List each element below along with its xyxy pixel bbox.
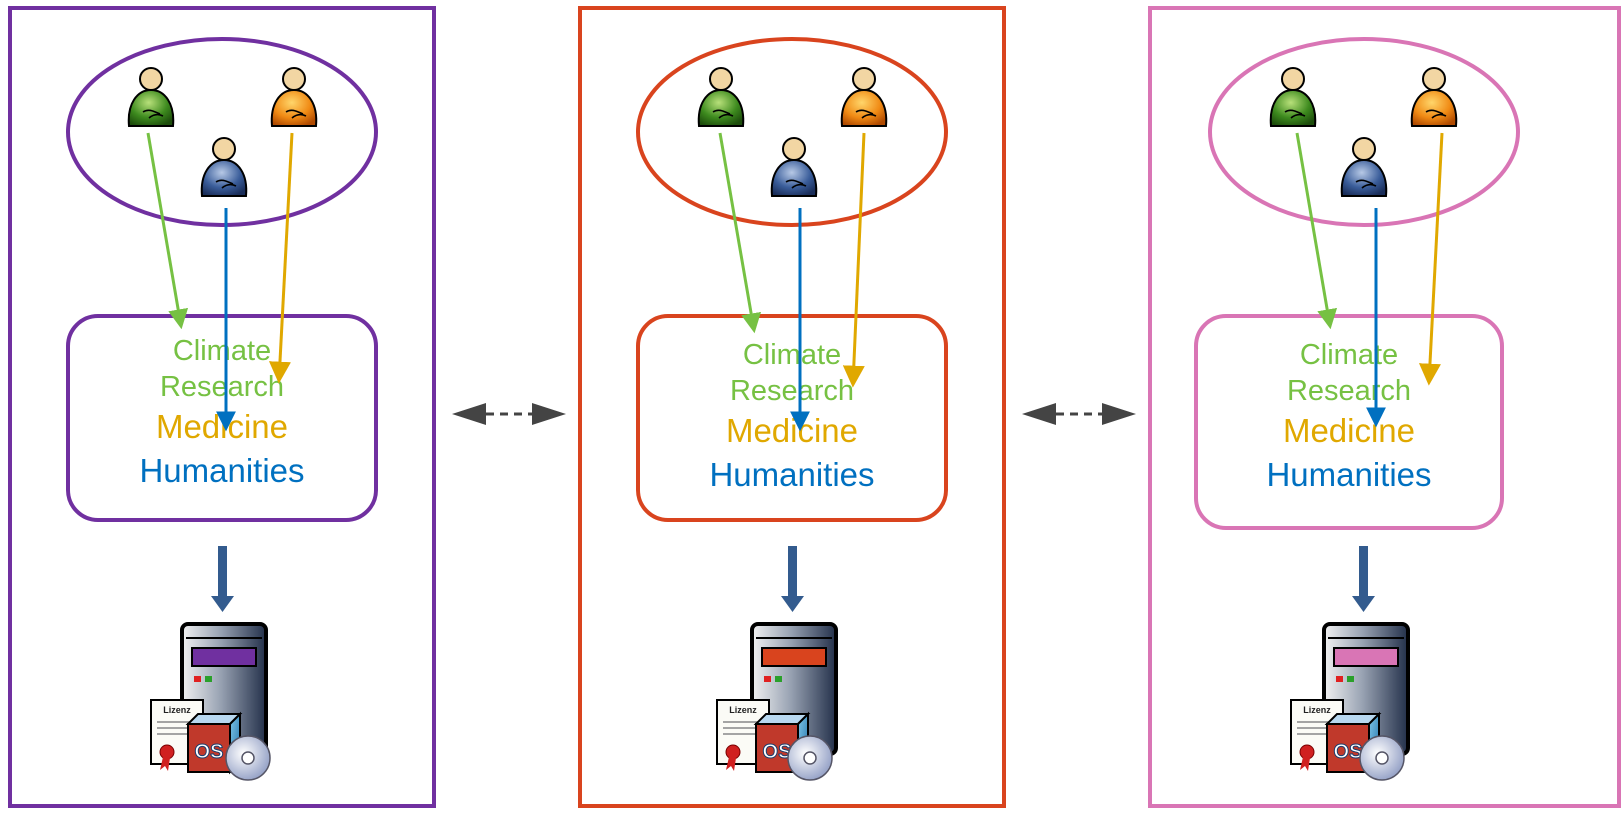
panel-border (8, 6, 436, 808)
orange-user-arrow (268, 132, 294, 384)
panel-border (578, 6, 1006, 808)
panel-1: Climate Research Medicine Humanities Liz… (8, 6, 436, 808)
research-label: Research (160, 371, 284, 403)
climate-label: Climate (743, 339, 841, 371)
link-arrow-2-3 (1022, 403, 1136, 425)
svg-text:Lizenz: Lizenz (163, 705, 191, 715)
user-community-ellipse (66, 37, 378, 227)
user-blue-icon (200, 137, 248, 197)
user-orange-icon (270, 67, 318, 127)
cd-icon (225, 735, 271, 781)
cd-icon (1359, 735, 1405, 781)
medicine-label: Medicine (156, 408, 288, 445)
research-label: Research (1287, 375, 1411, 407)
user-orange-icon (1410, 67, 1458, 127)
humanities-label: Humanities (1266, 456, 1431, 493)
down-arrow (211, 546, 234, 612)
research-domain-box (636, 314, 948, 522)
user-community-ellipse (636, 37, 948, 227)
medicine-label: Medicine (726, 412, 858, 449)
climate-label: Climate (173, 335, 271, 367)
link-arrow-1-2 (452, 403, 566, 425)
cd-icon (787, 735, 833, 781)
panel-border (1148, 6, 1621, 808)
svg-text:OS: OS (763, 741, 792, 763)
panel-3: Climate Research Medicine Humanities Liz… (1148, 6, 1621, 808)
user-blue-icon (1340, 137, 1388, 197)
user-green-icon (697, 67, 745, 127)
green-user-arrow (1295, 132, 1338, 330)
user-orange-icon (840, 67, 888, 127)
user-green-icon (1269, 67, 1317, 127)
research-label: Research (730, 375, 854, 407)
user-blue-icon (770, 137, 818, 197)
os-software-box-icon: OS (185, 711, 243, 775)
climate-label: Climate (1300, 339, 1398, 371)
down-arrow (781, 546, 804, 612)
medicine-label: Medicine (1283, 412, 1415, 449)
green-user-arrow (146, 132, 189, 330)
orange-user-arrow (842, 132, 866, 388)
orange-user-arrow (1418, 132, 1444, 386)
humanities-label: Humanities (709, 456, 874, 493)
research-domain-box (66, 314, 378, 522)
svg-text:OS: OS (195, 741, 224, 763)
green-user-arrow (718, 132, 762, 334)
humanities-label: Humanities (139, 452, 304, 489)
svg-text:Lizenz: Lizenz (729, 705, 757, 715)
down-arrow (1352, 546, 1375, 612)
panel-2: Climate Research Medicine Humanities Liz… (578, 6, 1006, 808)
svg-text:Lizenz: Lizenz (1303, 705, 1331, 715)
svg-text:OS: OS (1334, 741, 1363, 763)
user-green-icon (127, 67, 175, 127)
research-domain-box (1194, 314, 1504, 530)
user-community-ellipse (1208, 37, 1520, 227)
